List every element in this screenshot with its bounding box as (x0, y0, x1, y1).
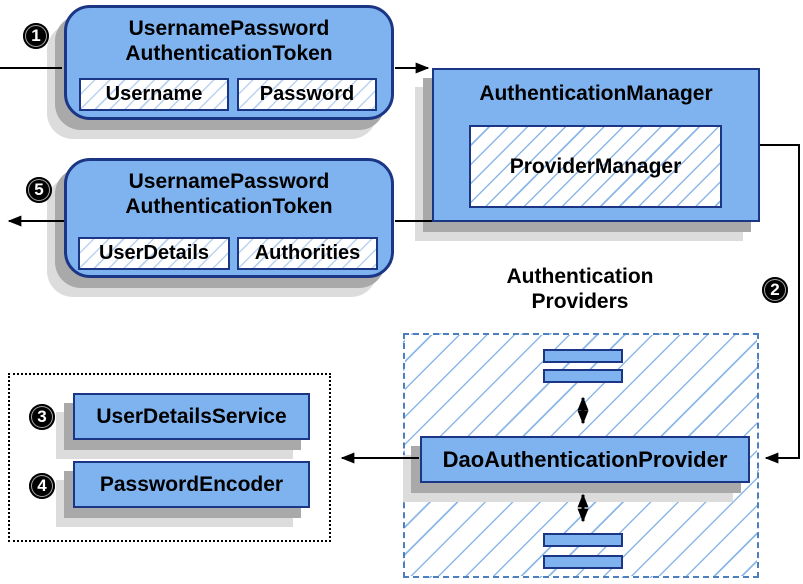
response-token-title-line1: UsernamePassword (128, 170, 330, 193)
authentication-providers-label-line2: Providers (531, 290, 629, 313)
step-1-number: 1 (31, 26, 41, 45)
dao-authentication-provider-box: DaoAuthenticationProvider (420, 436, 750, 483)
request-token-box: UsernamePassword AuthenticationToken Use… (64, 5, 394, 120)
step-5-number: 5 (34, 180, 44, 199)
collaborators-container (8, 373, 331, 542)
authentication-providers-label: Authentication Providers (430, 264, 730, 314)
provider-slot-bar-4 (543, 555, 623, 569)
provider-slot-bar-3 (543, 533, 623, 547)
step-4-badge: 4 (29, 473, 55, 499)
user-details-service-label: UserDetailsService (96, 404, 287, 428)
authorities-field-box: Authorities (237, 237, 378, 270)
user-details-service-box: UserDetailsService (73, 393, 310, 440)
authentication-manager-title: AuthenticationManager (479, 82, 713, 105)
dao-authentication-provider-label: DaoAuthenticationProvider (442, 446, 728, 472)
authentication-providers-label-line1: Authentication (506, 265, 654, 288)
authentication-manager-box: AuthenticationManager ProviderManager (432, 68, 760, 222)
step-2-badge: 2 (762, 277, 788, 303)
request-token-title-line2: AuthenticationToken (125, 42, 333, 65)
provider-manager-label: ProviderManager (509, 154, 682, 178)
authorities-field-label: Authorities (254, 242, 361, 264)
provider-slot-bar-1 (543, 349, 623, 363)
password-field-box: Password (237, 78, 377, 111)
step-5-badge: 5 (26, 177, 52, 203)
password-encoder-label: PasswordEncoder (99, 472, 284, 496)
request-token-title: UsernamePassword AuthenticationToken (67, 16, 391, 66)
password-encoder-box: PasswordEncoder (73, 461, 310, 508)
response-token-title-line2: AuthenticationToken (125, 195, 333, 218)
provider-manager-box: ProviderManager (469, 125, 722, 208)
userdetails-field-box: UserDetails (78, 237, 230, 270)
step-4-number: 4 (37, 476, 47, 495)
response-token-box: UsernamePassword AuthenticationToken Use… (64, 158, 394, 278)
provider-slot-bar-2 (543, 369, 623, 383)
username-field-box: Username (79, 78, 229, 111)
step-3-badge: 3 (29, 404, 55, 430)
password-field-label: Password (259, 83, 355, 105)
step-3-number: 3 (37, 407, 47, 426)
step-1-badge: 1 (23, 23, 49, 49)
step-2-number: 2 (770, 280, 780, 299)
username-field-label: Username (105, 83, 203, 105)
userdetails-field-label: UserDetails (98, 242, 210, 264)
request-token-title-line1: UsernamePassword (128, 17, 330, 40)
response-token-title: UsernamePassword AuthenticationToken (67, 169, 391, 219)
